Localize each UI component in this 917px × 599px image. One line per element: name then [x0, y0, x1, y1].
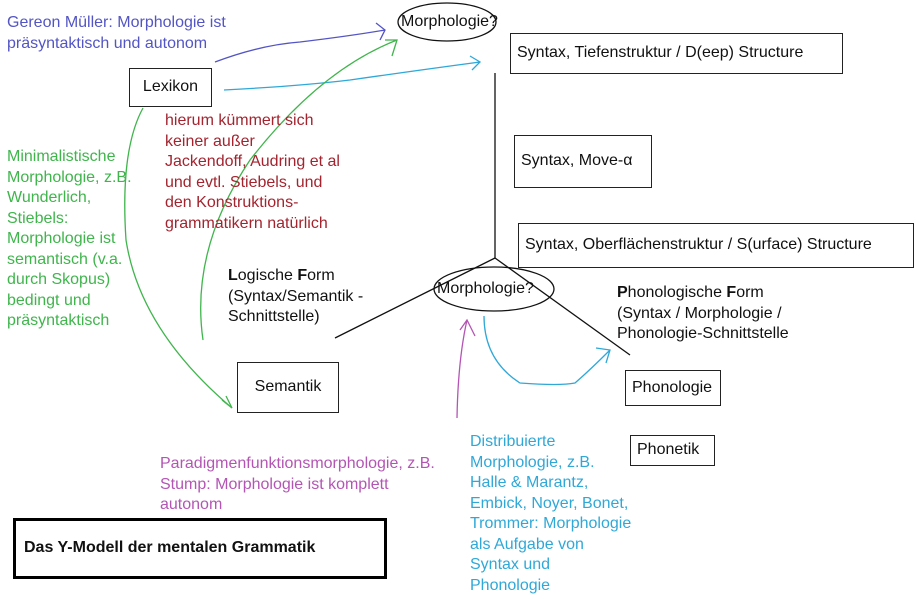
deep-structure-label: Syntax, Tiefenstruktur / D(eep) Structur… [517, 44, 804, 62]
lf-initial-l: L [228, 267, 238, 284]
dm-note: Distribuierte Morphologie, z.B. Halle & … [470, 433, 632, 594]
jackendoff-note: hierum kümmert sich keiner außer Jackend… [165, 112, 340, 232]
morphology-top-label: Morphologie? [401, 13, 498, 30]
phonological-form-label: Phonologische Form (Syntax / Morphologie … [617, 283, 789, 345]
mueller-arrow [214, 22, 386, 63]
lexikon-box: Lexikon [129, 68, 212, 107]
paradigm-arrow [456, 318, 476, 419]
lf-description: (Syntax/Semantik - Schnittstelle) [228, 287, 364, 326]
minimalist-arrow-to-morphology [200, 39, 398, 341]
paradigm-note: Paradigmenfunktionsmorphologie, z.B. Stu… [160, 455, 435, 513]
pf-text-2: orm [736, 284, 764, 301]
dm-arrow [483, 315, 611, 386]
lf-branch-line [334, 257, 496, 339]
morphology-top-ellipse [397, 2, 497, 42]
minimalist-arrow-to-semantik [124, 107, 233, 409]
diagram-title: Das Y-Modell der mentalen Grammatik [24, 539, 316, 557]
pf-initial-p: P [617, 284, 628, 301]
surface-structure-label: Syntax, Oberflächenstruktur / S(urface) … [525, 236, 872, 254]
deep-structure-box: Syntax, Tiefenstruktur / D(eep) Structur… [510, 33, 843, 74]
logical-form-label: Logische Form (Syntax/Semantik - Schnitts… [228, 266, 363, 328]
lf-text-2: orm [307, 267, 335, 284]
morphology-bottom-label: Morphologie? [437, 280, 534, 297]
pf-description: (Syntax / Morphologie / Phonologie-Schni… [617, 304, 789, 343]
phonetik-label: Phonetik [637, 441, 700, 459]
pf-initial-f: F [726, 284, 737, 301]
phonetik-box: Phonetik [630, 435, 715, 466]
lexikon-syntax-arrow [223, 55, 482, 91]
mueller-note: Gereon Müller: Morphologie ist präsyntak… [7, 14, 226, 52]
move-alpha-box: Syntax, Move-α [514, 135, 652, 188]
minimalist-note: Minimalistische Morphologie, z.B. Wunder… [7, 148, 132, 329]
move-alpha-label: Syntax, Move-α [521, 152, 633, 170]
semantik-label: Semantik [254, 378, 322, 396]
lf-text-1: ogische [237, 267, 298, 284]
phonologie-label: Phonologie [632, 378, 713, 396]
lexikon-label: Lexikon [142, 78, 199, 96]
phonologie-box: Phonologie [625, 370, 721, 406]
lf-initial-f: F [297, 267, 308, 284]
pf-branch-line [494, 257, 631, 356]
surface-structure-box: Syntax, Oberflächenstruktur / S(urface) … [518, 223, 914, 268]
pf-text-1: honologische [627, 284, 727, 301]
semantik-box: Semantik [237, 362, 339, 413]
title-box: Das Y-Modell der mentalen Grammatik [13, 518, 387, 579]
